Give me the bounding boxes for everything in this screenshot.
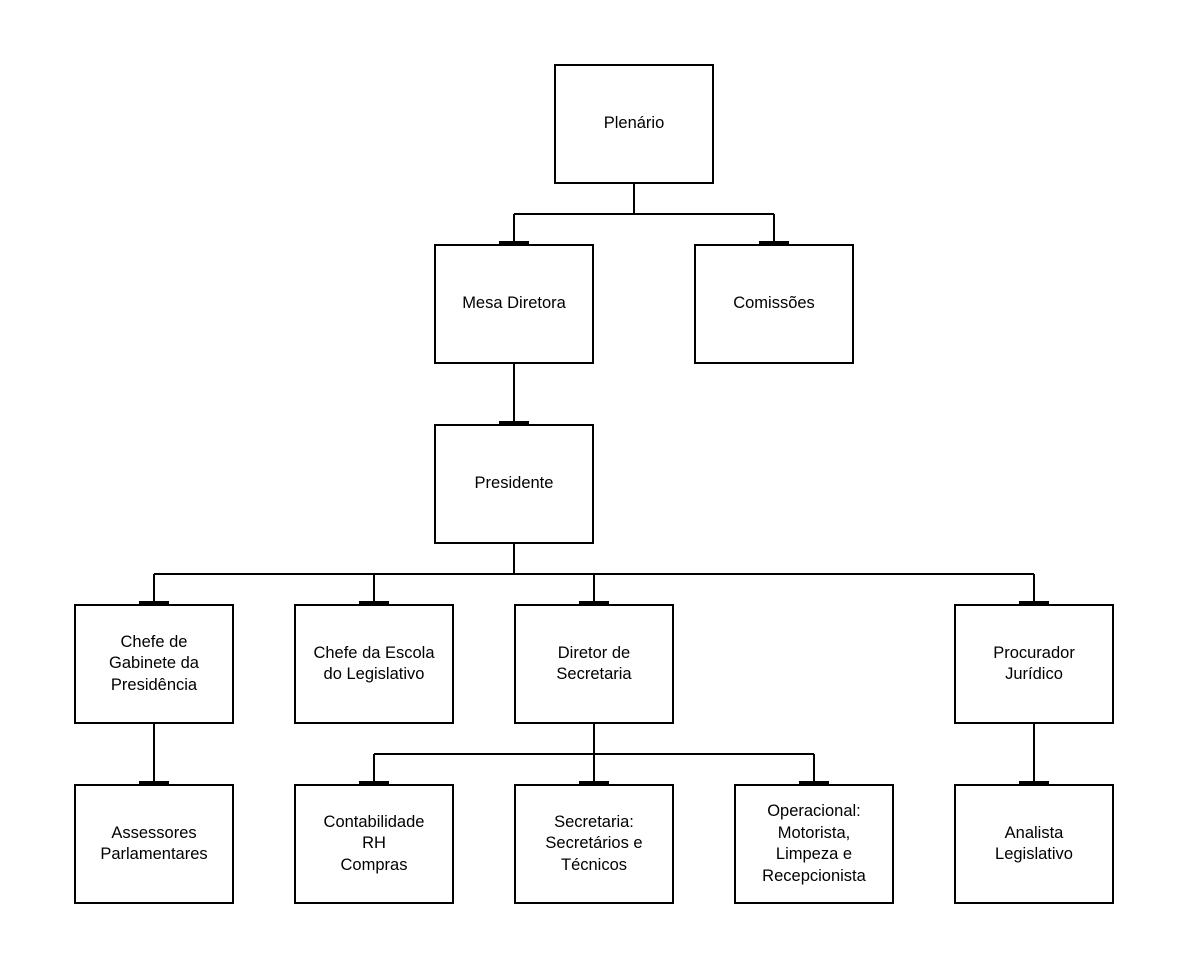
node-assessores-parlamentares: Assessores Parlamentares [74, 784, 234, 904]
node-contabilidade: Contabilidade RH Compras [294, 784, 454, 904]
node-presidente: Presidente [434, 424, 594, 544]
node-label: Comissões [733, 294, 815, 313]
node-label: Diretor de Secretaria [556, 643, 632, 684]
node-label: Chefe de Gabinete da Presidência [109, 632, 199, 694]
node-chefe-gabinete: Chefe de Gabinete da Presidência [74, 604, 234, 724]
node-label: Operacional: Motorista, Limpeza e Recepc… [762, 802, 866, 885]
node-label: Chefe da Escola do Legislativo [313, 643, 435, 684]
node-label: Secretaria: Secretários e Técnicos [545, 812, 643, 874]
node-label: Assessores Parlamentares [100, 823, 208, 864]
node-label: Procurador Jurídico [993, 643, 1075, 684]
node-chefe-escola: Chefe da Escola do Legislativo [294, 604, 454, 724]
node-comissoes: Comissões [694, 244, 854, 364]
node-label: Mesa Diretora [462, 294, 566, 313]
node-operacional: Operacional: Motorista, Limpeza e Recepc… [734, 784, 894, 904]
node-plenario: Plenário [554, 64, 714, 184]
node-label: Analista Legislativo [995, 823, 1073, 864]
node-mesa-diretora: Mesa Diretora [434, 244, 594, 364]
node-secretaria: Secretaria: Secretários e Técnicos [514, 784, 674, 904]
node-label: Plenário [603, 114, 665, 133]
node-label: Presidente [474, 474, 554, 493]
node-analista-legislativo: Analista Legislativo [954, 784, 1114, 904]
node-label: Contabilidade RH Compras [323, 812, 425, 874]
node-procurador-juridico: Procurador Jurídico [954, 604, 1114, 724]
node-diretor-secretaria: Diretor de Secretaria [514, 604, 674, 724]
